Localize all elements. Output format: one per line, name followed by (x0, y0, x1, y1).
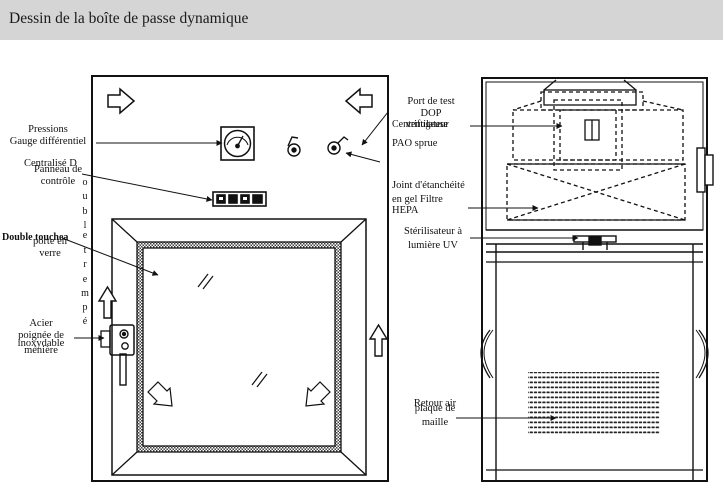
label-handle-line2: ménière (24, 345, 58, 356)
label-centralized-text: Centralisé (24, 158, 67, 169)
vertical-letter: p (82, 302, 88, 313)
label-control-panel-line2: contrôle (40, 176, 76, 187)
vertical-letter: l (83, 220, 87, 231)
page-title: Dessin de la boîte de passe dynamique (9, 10, 249, 27)
centrifugal-fan-icon (512, 91, 684, 171)
dop-port-icon (287, 136, 349, 157)
control-panel-icon (212, 191, 267, 207)
label-centralized: Centralisé D (24, 158, 77, 170)
glass-door (111, 218, 367, 476)
centrifugal-fan-motor-icon (543, 79, 637, 141)
differential-pressure-gauge-icon (220, 126, 255, 161)
label-gel-seal-line1: Joint d'étanchéité (392, 180, 465, 191)
vertical-letter: é (82, 316, 88, 327)
label-pao-sprue: PAO sprue (392, 138, 437, 150)
side-elevation (480, 77, 714, 482)
label-gel-seal-line2: en gel Filtre (392, 194, 443, 205)
label-dop-port: Port de test DOP (392, 96, 470, 120)
label-dop-port-line2: DOP (420, 108, 442, 119)
label-stainless: inoxydable (2, 338, 80, 350)
label-glass-door-line2: verre (39, 248, 61, 259)
label-double-door-text: Double touche (2, 232, 64, 243)
label-steel-line1: Acier (29, 318, 53, 329)
label-gel-seal-line3: HEPA (392, 205, 419, 216)
label-pressure-gauge-line1: Pressions (28, 124, 68, 135)
vertical-letter: b (82, 206, 88, 217)
label-mesh-plate-line1: plaque de (414, 403, 456, 414)
label-return-air: Retour air (413, 398, 457, 409)
label-double-door-end: a (63, 232, 69, 243)
label-gel-seal-hepa: Joint d'étanchéité en gel Filtre HEPA (392, 179, 465, 218)
vertical-letter: t (83, 245, 87, 256)
hepa-filter-icon (506, 163, 686, 221)
stainless-steel-handle-icon (100, 324, 135, 386)
vertical-letter: e (82, 230, 88, 241)
label-dop-port-line1: Port de test (407, 96, 455, 107)
label-glass-door-line1: porte en (32, 236, 68, 247)
front-elevation (91, 75, 389, 482)
return-air-mesh-plate (528, 372, 660, 436)
label-stainless-text: inoxydable (17, 338, 65, 349)
label-pao-sprue-text: PAO sprue (392, 138, 438, 149)
label-return-air-mesh: Retour air (400, 398, 470, 410)
vertical-letter: e (82, 274, 88, 285)
label-pressure-gauge: Pressions Gauge différentiel (4, 124, 92, 148)
label-mesh-plate-line2: maille (421, 417, 449, 428)
label-handle-line1: poignée de (18, 330, 64, 341)
leader-lines (61, 111, 579, 421)
label-uv-line2: lumière UV (408, 240, 458, 251)
vertical-letter: m (81, 288, 89, 299)
label-centralized-end: D (69, 158, 77, 169)
label-steel-handle: Acier poignée de ménière (2, 318, 80, 357)
label-centrifugal-fan: Centrifugeuse (392, 119, 448, 131)
label-control-panel: Panneau de contrôle (18, 164, 98, 188)
label-double-door: Double touchea (2, 232, 68, 244)
title-bar: Dessin de la boîte de passe dynamique (0, 0, 723, 40)
label-centrifugal-text: Centrifugeuse (392, 119, 449, 130)
uv-sterilizer-lamp-icon (573, 235, 617, 250)
label-control-panel-line1: Panneau de (33, 164, 83, 175)
vertical-letter: r (83, 259, 87, 270)
label-fan-overlap: ventilateur (406, 119, 449, 131)
label-uv-line1: Stérilisateur à (403, 226, 463, 237)
vertical-letter: o (82, 177, 88, 188)
label-pressure-gauge-line2: Gauge différentiel (9, 136, 87, 147)
label-glass-door: porte en verre (20, 236, 80, 260)
vertical-letter: u (82, 191, 88, 202)
label-mesh-plate: plaque de maille (400, 403, 470, 429)
label-fan-overlap-text: ventilateur (406, 119, 449, 130)
label-uv-sterilizer: Stérilisateur à lumière UV (392, 226, 474, 252)
